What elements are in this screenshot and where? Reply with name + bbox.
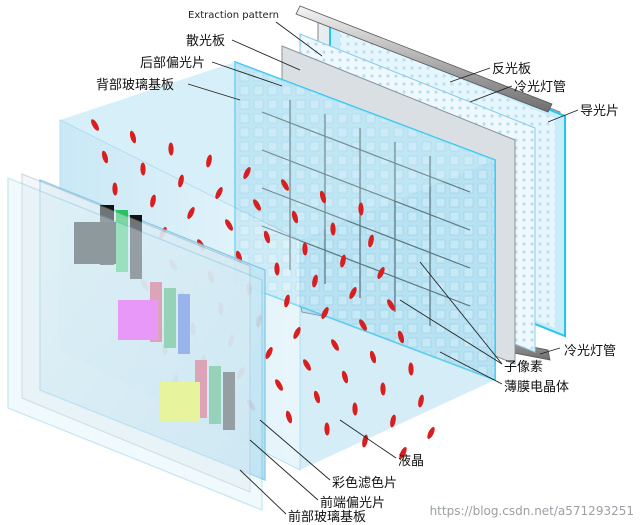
lc-molecule [340, 254, 346, 268]
lc-molecule [399, 447, 407, 459]
label-diffuser: 散光板 [186, 34, 226, 49]
lc-molecule [112, 182, 118, 196]
label-light-guide: 导光片 [580, 104, 620, 119]
front-glass-substrate [7, 177, 263, 511]
lc-molecule [368, 234, 374, 248]
lc-molecule [408, 362, 414, 376]
lc-molecule [243, 167, 251, 179]
label-ccfl-bottom: 冷光灯管 [564, 344, 617, 359]
lc-molecule [293, 327, 301, 339]
lc-molecule [358, 202, 364, 216]
label-rear-polarizer: 后部偏光片 [140, 56, 206, 71]
label-front-polarizer: 前端偏光片 [320, 496, 386, 511]
ccfl-lamp-top [295, 5, 553, 113]
magenta-pixel-swatch [118, 300, 158, 340]
leader-lines [187, 21, 579, 515]
lc-molecule [284, 294, 290, 308]
lc-molecule [291, 210, 299, 224]
lc-molecule [274, 262, 280, 276]
lc-molecule [281, 179, 289, 191]
black-pixel-swatch [74, 222, 116, 264]
label-liquid-crystal: 液晶 [398, 454, 425, 469]
lc-molecule [302, 242, 308, 256]
watermark: https://blog.csdn.net/a571293251 [429, 504, 634, 518]
lc-molecule [324, 422, 330, 436]
lc-molecule [168, 142, 174, 156]
lc-molecule [215, 187, 223, 199]
lc-molecule [275, 379, 283, 391]
lc-molecule [178, 174, 184, 188]
yellow-pixel-swatch [160, 382, 200, 422]
lc-molecule [359, 319, 367, 331]
lc-molecule [341, 370, 349, 384]
lc-molecule [380, 382, 386, 396]
lc-molecule [263, 230, 271, 244]
label-rear-glass-substrate: 背部玻璃基板 [96, 78, 175, 93]
lc-molecule [91, 119, 99, 131]
lc-molecule [330, 222, 336, 236]
lc-molecule [312, 274, 318, 288]
lc-molecule [319, 190, 327, 204]
lc-molecule [140, 162, 146, 176]
lc-molecule [129, 130, 137, 144]
lc-molecule [331, 339, 339, 351]
lc-molecule [418, 394, 424, 408]
lc-molecule [101, 150, 109, 164]
lc-molecule [369, 350, 377, 364]
label-reflector: 反光板 [492, 62, 532, 77]
lc-molecule [313, 390, 321, 404]
lc-molecule [265, 347, 273, 359]
lc-molecule [206, 154, 212, 168]
lc-molecule [150, 194, 156, 208]
label-ccfl-top: 冷光灯管 [514, 80, 567, 95]
color-filter-plate [39, 178, 266, 482]
label-subpixel: 子像素 [504, 360, 544, 375]
label-color-filter: 彩色滤色片 [332, 476, 398, 491]
label-front-glass-substrate: 前部玻璃基板 [288, 510, 367, 525]
lc-molecule [352, 402, 358, 416]
lc-molecule [285, 410, 293, 424]
lc-molecule [387, 299, 395, 311]
lc-molecule [187, 207, 195, 219]
lc-molecule [349, 287, 357, 299]
front-polarizer [21, 173, 251, 493]
lc-molecule [303, 359, 311, 371]
lc-molecule [321, 307, 329, 319]
lc-molecule [427, 427, 435, 439]
label-extraction-pattern: Extraction pattern [188, 10, 279, 21]
lc-molecule [377, 267, 385, 279]
label-tft: 薄膜电晶体 [504, 380, 570, 395]
lc-molecule [397, 330, 405, 344]
lc-molecule [225, 219, 233, 231]
lc-molecule [390, 414, 396, 428]
lc-molecule [253, 199, 261, 211]
